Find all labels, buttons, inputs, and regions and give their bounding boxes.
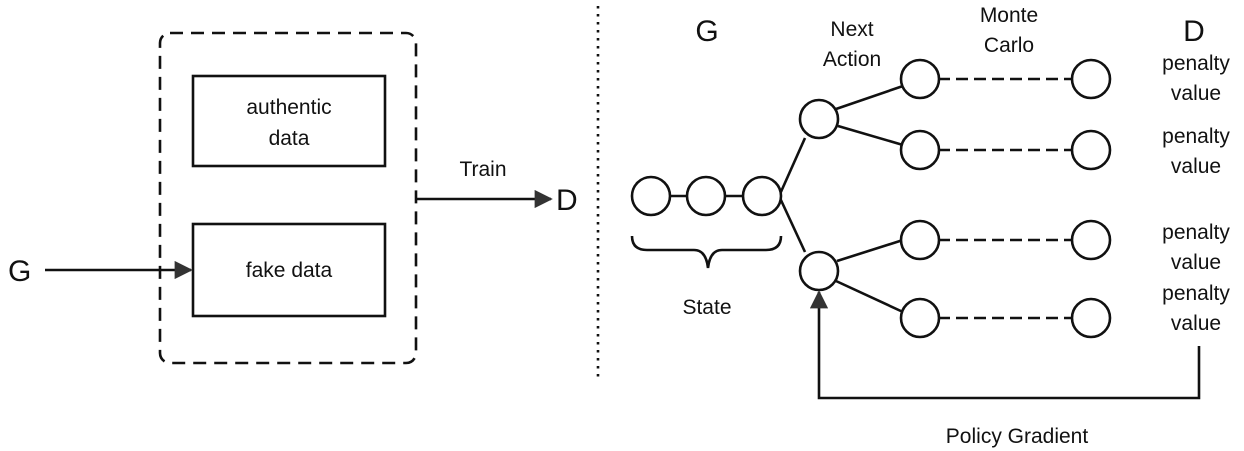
action-branch-edge-4 [835,279,904,314]
policy-gradient-label: Policy Gradient [946,425,1089,448]
state-node-2 [685,175,727,217]
state-to-upper-action-edge [778,137,807,195]
next-action-label-line1: Next [830,18,873,41]
penalty-value-label-4-line1: penalty [1162,282,1230,305]
fake-data-box [191,222,387,318]
authentic-data-label-line2: data [269,127,310,150]
penalty-value-label-2-line2: value [1171,155,1221,178]
monte-carlo-label-line1: Monte [980,4,1038,27]
next-action-node-lower [798,250,840,292]
authentic-data-label-line1: authentic [246,96,331,119]
penalty-value-label-1-line2: value [1171,82,1221,105]
penalty-value-label-3-line2: value [1171,251,1221,274]
action-branch-edge-3 [836,238,904,263]
authentic-data-box [191,74,387,168]
action-branch-edge-1 [835,84,904,111]
monte-carlo-label-line2: Carlo [984,34,1034,57]
penalty-value-label-3-line1: penalty [1162,221,1230,244]
data-group-dashed-box [158,31,418,365]
state-label: State [682,296,731,319]
rollout-start-node-3 [899,219,941,261]
rollout-start-node-4 [899,297,941,339]
state-node-3 [741,175,783,217]
rollout-start-node-1 [899,58,941,100]
action-branch-edge-2 [837,124,904,147]
state-node-1 [630,175,672,217]
penalty-value-label-4-line2: value [1171,312,1221,335]
next-action-label-line2: Action [823,48,881,71]
train-label: Train [459,158,506,181]
discriminator-label-right: D [1183,15,1205,48]
rollout-end-node-1 [1070,58,1112,100]
policy-gradient-feedback-arrow [809,290,1201,400]
state-brace [630,235,783,269]
next-action-node-upper [798,98,840,140]
state-to-lower-action-edge [778,197,807,253]
discriminator-label-left: D [556,184,578,217]
rollout-end-node-2 [1070,129,1112,171]
penalty-value-label-2-line1: penalty [1162,125,1230,148]
generator-label-right: G [695,15,718,48]
rollout-end-node-3 [1070,219,1112,261]
fake-data-label: fake data [246,259,333,282]
penalty-value-label-1-line1: penalty [1162,52,1230,75]
rollout-start-node-2 [899,129,941,171]
rollout-end-node-4 [1070,297,1112,339]
generator-label-left: G [8,255,31,288]
